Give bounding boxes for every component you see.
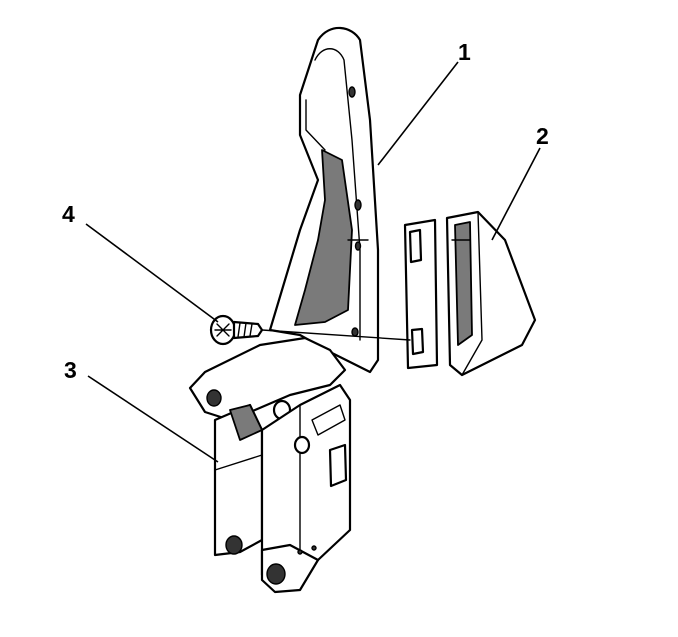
callout-3: 3 <box>64 357 77 383</box>
part-3-mounting-bracket <box>188 336 352 594</box>
leader-line-1 <box>377 61 459 166</box>
leader-line-2 <box>491 147 541 241</box>
callout-2: 2 <box>536 123 549 149</box>
screw-alignment-line <box>261 329 411 341</box>
leader-line-4 <box>85 223 219 323</box>
spacer-plate <box>403 218 439 370</box>
part-1-housing-arm <box>268 26 380 374</box>
part-4-screw <box>209 314 264 346</box>
callout-4: 4 <box>62 201 75 227</box>
part-2-mirror-cover <box>445 210 537 377</box>
callout-1: 1 <box>458 39 471 65</box>
leader-line-3 <box>87 375 219 463</box>
